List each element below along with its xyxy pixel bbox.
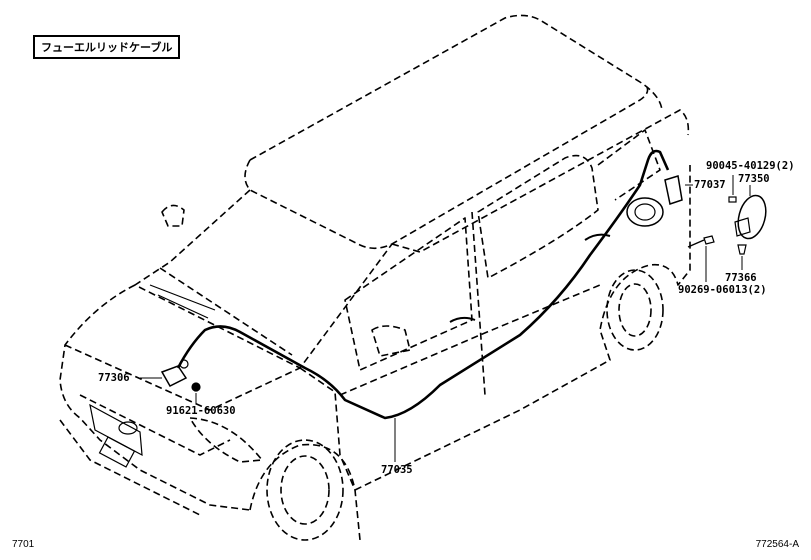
fuel-lid-cable — [176, 149, 670, 420]
part-label-77035[interactable]: 77035 — [381, 464, 413, 476]
part-label-77350[interactable]: 77350 — [738, 173, 770, 185]
part-label-77366[interactable]: 77366 — [725, 272, 757, 284]
part-label-77037[interactable]: 77037 — [694, 179, 726, 191]
part-label-77306[interactable]: 77306 — [98, 372, 130, 384]
figure-number: 7701 — [12, 539, 35, 550]
leader-lines — [140, 175, 751, 462]
lock-assembly — [664, 175, 683, 205]
diagram-title: フューエルリッドケーブル — [33, 35, 181, 59]
part-label-90269-06013[interactable]: 90269-06013(2) — [678, 284, 767, 296]
part-label-90045-40129[interactable]: 90045-40129(2) — [706, 160, 795, 172]
vehicle-details — [89, 194, 767, 468]
part-label-91621-60630[interactable]: 91621-60630 — [166, 405, 236, 417]
illustration-code: 772564-A — [755, 539, 799, 550]
vehicle-outline — [59, 14, 691, 541]
